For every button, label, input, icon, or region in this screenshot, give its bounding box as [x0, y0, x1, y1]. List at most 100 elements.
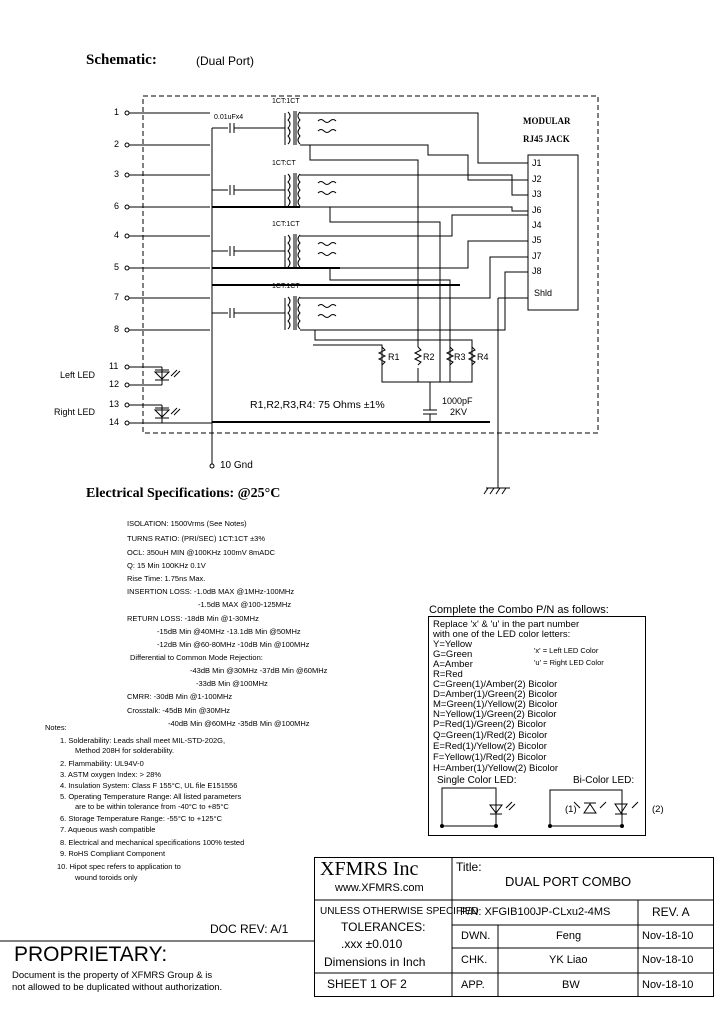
unless-specified: UNLESS OTHERWISE SPECIFIED [320, 906, 479, 917]
combo-line: Replace 'x' & 'u' in the part number [433, 619, 580, 630]
left-led-label: Left LED [60, 370, 96, 380]
combo-line: P=Red(1)/Green(2) Bicolor [433, 719, 547, 730]
combo-heading: Complete the Combo P/N as follows: [429, 604, 609, 616]
spec-line: Differential to Common Mode Rejection: [130, 653, 263, 662]
note-line: 2. Flammability: UL94V-0 [60, 759, 144, 768]
combo-line: with one of the LED color letters: [433, 629, 571, 640]
proprietary-title: PROPRIETARY: [14, 943, 168, 966]
note-line: 10. Hipot spec refers to application to [57, 862, 181, 871]
dwn-date: Nov-18-10 [642, 930, 694, 942]
pin-label: 6 [114, 201, 120, 211]
drawing-title: DUAL PORT COMBO [505, 874, 632, 889]
schematic-subtitle: (Dual Port) [196, 54, 255, 68]
chk-label: CHK. [461, 954, 488, 966]
bi-led-1: (1) [565, 804, 577, 815]
spec-line: -33dB Min @100MHz [196, 679, 268, 688]
pin-label: 12 [109, 379, 120, 389]
dwn-name: Feng [556, 930, 582, 942]
electrical-title: Electrical Specifications: @25°C [86, 486, 281, 501]
dims-label: Dimensions in Inch [324, 955, 426, 969]
spec-line: -12dB Min @60-80MHz -10dB Min @100MHz [157, 640, 310, 649]
combo-line: D=Amber(1)/Green(2) Bicolor [433, 689, 558, 700]
jack-pin: J7 [532, 251, 542, 261]
pin-label: 8 [114, 324, 120, 334]
resistor-label: R3 [454, 352, 466, 362]
title-block-frame [314, 857, 714, 997]
chk-name: YK Liao [549, 954, 588, 966]
jack-pin: J5 [532, 235, 542, 245]
resistor-label: R1 [388, 352, 400, 362]
note-line: 5. Operating Temperature Range: All list… [60, 792, 242, 801]
combo-line: M=Green(1)/Yellow(2) Bicolor [433, 699, 558, 710]
jack-pin: J3 [532, 189, 542, 199]
bi-led-label: Bi-Color LED: [573, 775, 635, 786]
proprietary-text: Document is the property of XFMRS Group … [12, 970, 213, 981]
company-website: www.XFMRS.com [335, 882, 424, 894]
spec-line: RETURN LOSS: -18dB Min @1-30MHz [127, 614, 259, 623]
notes-title: Notes: [45, 723, 67, 732]
jack-pin: J4 [532, 220, 542, 230]
app-name: BW [562, 979, 580, 991]
ratio-label: 1CT:1CT [272, 283, 300, 290]
hv-cap-label: 1000pF [442, 396, 473, 406]
note-line: 4. Insulation System: Class F 155°C, UL … [60, 781, 238, 790]
spec-line: Rise Time: 1.75ns Max. [127, 574, 206, 583]
combo-line: N=Yellow(1)/Green(2) Bicolor [433, 709, 557, 720]
jack-title: MODULAR [523, 116, 571, 126]
jack-pin: J6 [532, 205, 542, 215]
pin-label: 7 [114, 292, 120, 302]
spec-line: CMRR: -30dB Min @1-100MHz [127, 692, 233, 701]
note-line: Method 208H for solderability. [75, 746, 175, 755]
title-label: Title: [456, 860, 482, 874]
schematic-title: Schematic: [86, 52, 157, 68]
jack-pin: J2 [532, 174, 542, 184]
note-line: 1. Solderability: Leads shall meet MIL-S… [60, 736, 226, 745]
combo-line: Y=Yellow [433, 639, 472, 650]
pin-label: 1 [114, 107, 120, 117]
ratio-label: 1CT:1CT [272, 98, 300, 105]
note-line: are to be within tolerance from -40°C to… [75, 802, 229, 811]
pin-label: 2 [114, 139, 120, 149]
note-line: 9. RoHS Compliant Component [60, 849, 166, 858]
note-line: 3. ASTM oxygen Index: > 28% [60, 770, 162, 779]
ratio-label: 1CT:CT [272, 160, 296, 167]
combo-line: G=Green [433, 649, 473, 660]
spec-line: ISOLATION: 1500Vrms (See Notes) [127, 519, 247, 528]
combo-line: A=Amber [433, 659, 473, 670]
u-note: 'u' = Right LED Color [534, 658, 604, 667]
tolerances-label: TOLERANCES: [341, 920, 426, 934]
bi-led-2: (2) [652, 804, 664, 815]
part-number: P/N: XFGIB100JP-CLxu2-4MS [460, 906, 611, 918]
cap-label: 0.01uFx4 [214, 114, 244, 121]
jack-pin: J8 [532, 266, 542, 276]
pin-label: 13 [109, 399, 120, 409]
chk-date: Nov-18-10 [642, 954, 694, 966]
dwn-label: DWN. [461, 930, 491, 942]
spec-line: -40dB Min @60MHz -35dB Min @100MHz [168, 719, 310, 728]
combo-line: C=Green(1)/Amber(2) Bicolor [433, 679, 558, 690]
proprietary-text: not allowed to be duplicated without aut… [12, 982, 223, 993]
pin-label: 14 [109, 417, 120, 427]
company-name: XFMRS Inc [320, 858, 419, 880]
spec-line: Q: 15 Min 100KHz 0.1V [127, 561, 206, 570]
jack-title: RJ45 JACK [523, 134, 570, 144]
spec-line: INSERTION LOSS: -1.0dB MAX @1MHz-100MHz [127, 587, 295, 596]
gnd-label: 10 Gnd [220, 460, 253, 471]
tolerance-value: .xxx ±0.010 [341, 937, 403, 951]
combo-line: R=Red [433, 669, 463, 680]
pin-label: 3 [114, 169, 120, 179]
note-line: wound toroids only [75, 873, 138, 882]
right-led-label: Right LED [54, 407, 96, 417]
combo-box [428, 616, 646, 836]
spec-line: OCL: 350uH MIN @100KHz 100mV 8mADC [127, 548, 276, 557]
spec-line: -43dB Min @30MHz -37dB Min @60MHz [190, 666, 328, 675]
spec-line: Crosstalk: -45dB Min @30MHz [127, 706, 231, 715]
combo-line: F=Yellow(1)/Red(2) Bicolor [433, 752, 547, 763]
combo-line: Q=Green(1)/Red(2) Bicolor [433, 730, 548, 741]
combo-line: E=Red(1)/Yellow(2) Bicolor [433, 741, 547, 752]
revision: REV. A [652, 905, 690, 919]
single-led-label: Single Color LED: [437, 775, 517, 786]
